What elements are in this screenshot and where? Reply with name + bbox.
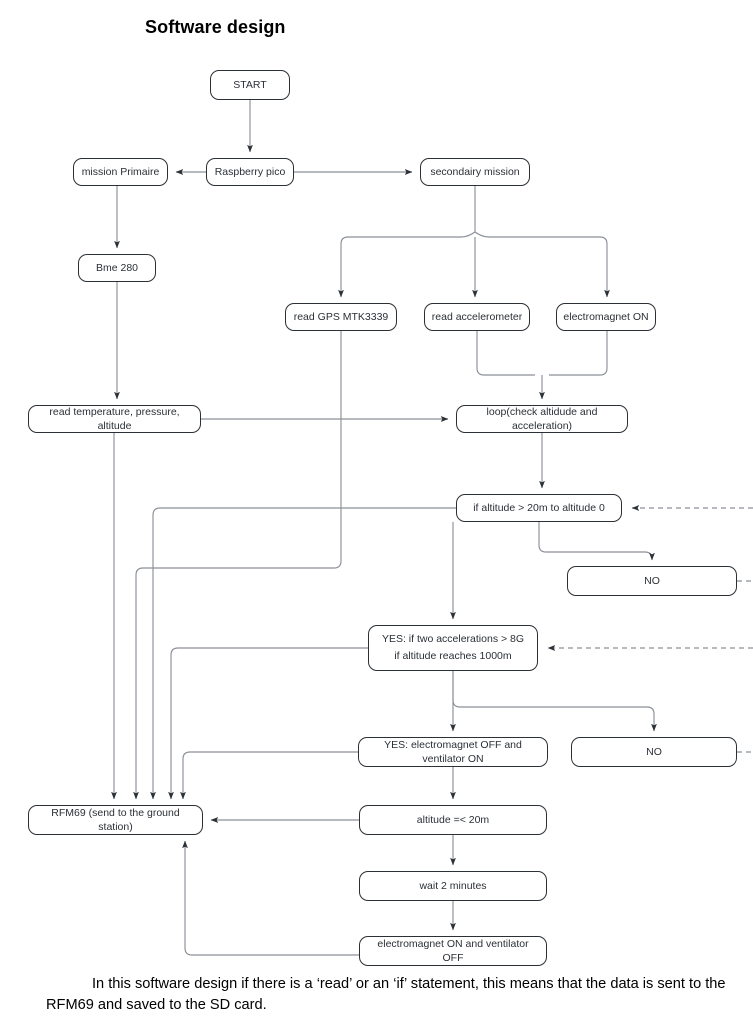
edge-secondairy-to-read-gps [338,231,476,298]
edge-electro-on-vent-off-to-rfm69 [182,840,359,956]
node-secondairy-mission[interactable]: secondairy mission [420,158,530,186]
node-electromagnet-on[interactable]: electromagnet ON [556,303,656,331]
edge-yes-accel-to-no2 [452,671,657,732]
node-wait-2-minutes[interactable]: wait 2 minutes [359,871,547,901]
node-raspberry-pico[interactable]: Raspberry pico [206,158,294,186]
node-rfm69[interactable]: RFM69 (send to the ground station) [28,805,203,835]
edge-if-alt20-to-no1 [538,522,655,561]
node-mission-primaire[interactable]: mission Primaire [73,158,168,186]
figure-caption: In this software design if there is a ‘r… [46,976,726,1014]
node-electromagnet-on-ventilator-off[interactable]: electromagnet ON and ventilator OFF [359,936,547,966]
edge-read-gps-to-rfm69 [133,331,342,800]
node-bme280[interactable]: Bme 280 [78,254,156,282]
node-if-altitude-20m[interactable]: if altitude > 20m to altitude 0 [456,494,622,522]
node-no-2[interactable]: NO [571,737,737,767]
edge-if-alt20-to-rfm69 [150,507,456,800]
node-yes-electromagnet-off[interactable]: YES: electromagnet OFF and ventilator ON [358,737,548,767]
node-altitude-le-20m[interactable]: altitude =< 20m [359,805,547,835]
edge-electromagnet-to-loop [549,331,608,376]
node-read-gps[interactable]: read GPS MTK3339 [285,303,397,331]
edge-yes-electro-off-to-rfm69 [180,751,358,800]
node-yes-two-accelerations[interactable]: YES: if two accelerations > 8G if altitu… [368,625,538,671]
edge-secondairy-to-electromagnet [474,231,610,298]
node-loop-check[interactable]: loop(check altidude and acceleration) [456,405,628,433]
edge-read-accel-to-loop [476,331,535,376]
node-start[interactable]: START [210,70,290,100]
node-read-temperature-pressure-altitude[interactable]: read temperature, pressure, altitude [28,405,201,433]
page-title: Software design [145,17,286,37]
node-no-1[interactable]: NO [567,566,737,596]
edge-yes-accel-to-rfm69 [168,647,368,800]
node-read-accelerometer[interactable]: read accelerometer [424,303,530,331]
